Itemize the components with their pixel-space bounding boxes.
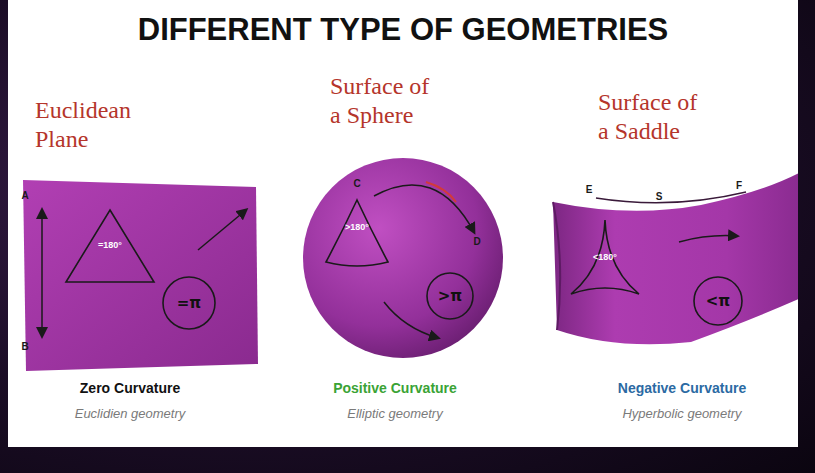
- parallel-line: [198, 210, 246, 250]
- saddle-arrow: [679, 236, 737, 242]
- surface-heading: Surface of a Sphere: [330, 72, 444, 130]
- flat-triangle: =180°: [62, 206, 158, 286]
- circle-pi: =π: [160, 274, 218, 332]
- point-label: F: [732, 180, 746, 191]
- triangle-outline: [66, 210, 154, 282]
- surface-heading: Euclidean Plane: [35, 96, 165, 154]
- point-label: D: [470, 236, 484, 247]
- point-label: E: [582, 184, 596, 195]
- saddle-surface: Surface of a Saddle <180° <π: [541, 84, 798, 356]
- angle-sum: =180°: [98, 240, 122, 250]
- point-label: B: [18, 341, 32, 352]
- title: DIFFERENT TYPE OF GEOMETRIES: [8, 12, 798, 48]
- white-panel: DIFFERENT TYPE OF GEOMETRIES Euclidean Pl…: [8, 0, 798, 447]
- circumference-ratio: =π: [177, 294, 201, 312]
- saddle: [553, 172, 798, 344]
- circle-outline: [163, 277, 215, 329]
- hyperbolic-triangle: <180°: [567, 216, 643, 298]
- circle-pi: <π: [691, 274, 745, 328]
- spherical-triangle-shape: [322, 196, 392, 268]
- saddle-fold: [553, 202, 560, 330]
- triangle-outline: [326, 200, 388, 266]
- circle-pi: >π: [424, 270, 476, 322]
- curvature-caption: Negative Curvature: [572, 380, 792, 396]
- curvature-caption: Zero Curvature: [20, 380, 240, 396]
- geodesic-ef: [596, 192, 746, 203]
- triangle-outline: [571, 220, 639, 294]
- great-circle-arc: [374, 185, 474, 232]
- euclidean-plane: Euclidean Plane =180° =π: [20, 88, 262, 378]
- angle-sum: <180°: [593, 252, 617, 262]
- sphere: [303, 158, 503, 358]
- point-label: A: [18, 190, 32, 201]
- circle-outline: [427, 273, 473, 319]
- geometry-caption: Elliptic geometry: [285, 406, 505, 421]
- sphere-surface: Surface of a Sphere >180° >π: [296, 66, 510, 366]
- circumference-ratio: <π: [706, 292, 730, 310]
- geometry-caption: Euclidien geometry: [20, 406, 240, 421]
- point-label: C: [350, 178, 364, 189]
- curvature-caption: Positive Curvature: [285, 380, 505, 396]
- spherical-triangle: >180°: [322, 196, 392, 268]
- angle-sum: >180°: [345, 222, 369, 232]
- plane-surface: [23, 180, 258, 371]
- geometry-caption: Hyperbolic geometry: [572, 406, 792, 421]
- line-ab: [41, 210, 43, 336]
- surface-heading: Surface of a Saddle: [598, 88, 712, 146]
- arc-highlight: [426, 182, 456, 202]
- circumference-ratio: >π: [438, 287, 462, 305]
- point-label: S: [652, 191, 666, 202]
- circle-outline: [694, 277, 742, 325]
